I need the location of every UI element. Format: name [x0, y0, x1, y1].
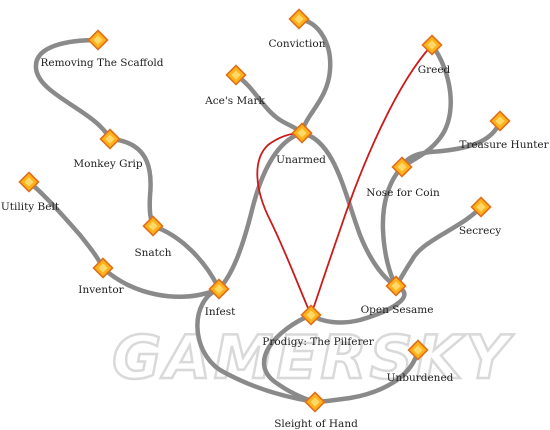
- skill-node-conviction[interactable]: Conviction: [269, 8, 326, 51]
- connection-unarmed-to-infest: [216, 130, 305, 292]
- connection-removing-the-scaffold-to-monkey-grip: [33, 37, 113, 142]
- skill-diamond-highlight: [214, 284, 224, 294]
- highlighted-path: [256, 44, 433, 318]
- skill-diamond-highlight: [306, 310, 316, 320]
- skill-label: Open Sesame: [361, 304, 434, 316]
- skill-node-aces-mark[interactable]: Ace's Mark: [204, 64, 265, 108]
- skill-label: Greed: [418, 64, 451, 76]
- skill-node-utility-belt[interactable]: Utility Belt: [1, 171, 60, 214]
- skill-diamond-highlight: [24, 177, 34, 187]
- connection-monkey-grip-to-snatch: [107, 136, 156, 229]
- skill-label: Sleight of Hand: [274, 418, 358, 430]
- connection-infest-to-sleight-of-hand: [195, 286, 318, 405]
- highlighted-path-line: [256, 44, 433, 318]
- connection-treasure-hunter-to-nose-for-coin: [399, 118, 503, 170]
- skill-node-unburdened[interactable]: Unburdened: [387, 339, 454, 385]
- watermark: GAMERSKY: [112, 323, 514, 393]
- skill-diamond-highlight: [397, 162, 407, 172]
- skill-diamond-highlight: [310, 397, 320, 407]
- skill-label: Snatch: [134, 247, 171, 259]
- skill-node-nose-for-coin[interactable]: Nose for Coin: [366, 156, 440, 200]
- skill-diamond-highlight: [105, 134, 115, 144]
- skill-diamond-highlight: [495, 116, 505, 126]
- skill-node-removing-the-scaffold[interactable]: Removing The Scaffold: [40, 29, 164, 70]
- skill-node-unarmed[interactable]: Unarmed: [276, 122, 326, 167]
- connection-inventor-to-infest: [100, 265, 222, 299]
- connection-secrecy-to-open-sesame: [393, 204, 484, 289]
- skill-diamond-highlight: [391, 281, 401, 291]
- skill-label: Conviction: [269, 38, 326, 50]
- connection-unarmed-to-open-sesame: [299, 130, 399, 289]
- skill-label: Inventor: [78, 284, 124, 296]
- skill-label: Nose for Coin: [366, 187, 440, 199]
- skill-diamond-highlight: [413, 345, 423, 355]
- skill-node-snatch[interactable]: Snatch: [134, 215, 172, 260]
- skill-node-prodigy-the-pilferer[interactable]: Prodigy: The Pilferer: [262, 304, 375, 349]
- skill-diamond-highlight: [294, 14, 304, 24]
- connection-greed-to-nose-for-coin: [399, 42, 453, 170]
- skill-diamond-highlight: [93, 35, 103, 45]
- connection-snatch-to-infest: [150, 223, 222, 292]
- connection-lines: [26, 16, 503, 405]
- skill-label: Monkey Grip: [73, 158, 142, 170]
- connection-conviction-to-unarmed: [296, 16, 333, 136]
- skill-node-monkey-grip[interactable]: Monkey Grip: [73, 128, 143, 171]
- skill-label: Ace's Mark: [204, 95, 265, 107]
- skill-diamond-highlight: [148, 221, 158, 231]
- skill-label: Treasure Hunter: [459, 139, 549, 151]
- skill-label: Prodigy: The Pilferer: [262, 336, 374, 348]
- skill-diamond-highlight: [297, 128, 307, 138]
- skill-label: Utility Belt: [1, 201, 60, 213]
- skill-diamond-highlight: [98, 263, 108, 273]
- skill-node-secrecy[interactable]: Secrecy: [459, 196, 501, 238]
- connection-nose-for-coin-to-open-sesame: [380, 164, 405, 289]
- skill-label: Secrecy: [459, 225, 501, 237]
- skill-label: Unarmed: [276, 154, 326, 166]
- skill-node-inventor[interactable]: Inventor: [78, 257, 125, 297]
- connection-open-sesame-to-prodigy-the-pilferer: [308, 283, 407, 325]
- skill-node-infest[interactable]: Infest: [205, 278, 236, 319]
- skill-diamond-highlight: [427, 40, 437, 50]
- skill-diamond-highlight: [231, 70, 241, 80]
- connection-prodigy-the-pilferer-to-sleight-of-hand: [261, 312, 318, 405]
- skill-label: Removing The Scaffold: [40, 57, 163, 69]
- connection-utility-belt-to-inventor: [26, 179, 106, 271]
- skill-node-greed[interactable]: Greed: [418, 34, 451, 77]
- skill-label: Unburdened: [387, 372, 454, 384]
- skill-node-treasure-hunter[interactable]: Treasure Hunter: [459, 110, 550, 152]
- skill-node-sleight-of-hand[interactable]: Sleight of Hand: [274, 391, 358, 430]
- skill-diamond-highlight: [476, 202, 486, 212]
- skill-label: Infest: [205, 306, 236, 318]
- skill-node-open-sesame[interactable]: Open Sesame: [361, 275, 434, 317]
